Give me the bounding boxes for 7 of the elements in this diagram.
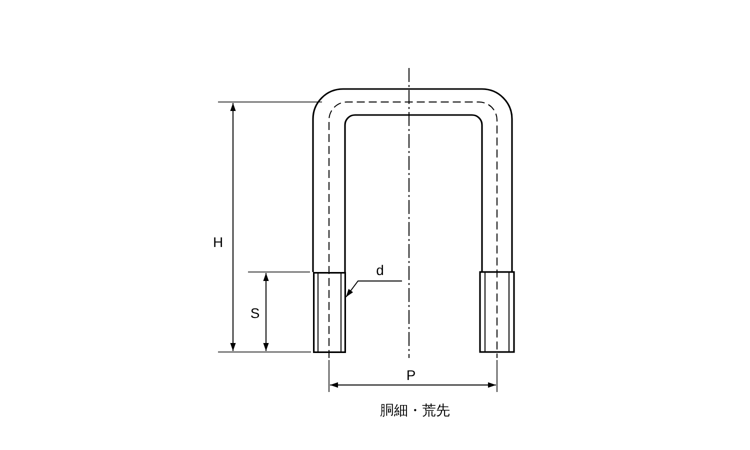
dimension-label: d xyxy=(376,262,384,278)
leader-line xyxy=(346,280,402,298)
dimension-label: S xyxy=(250,305,260,321)
dimension-label: H xyxy=(212,234,224,250)
dimension-label: P xyxy=(406,367,416,383)
caption: 胴細・荒先 xyxy=(380,402,450,418)
threaded-end xyxy=(313,272,346,353)
